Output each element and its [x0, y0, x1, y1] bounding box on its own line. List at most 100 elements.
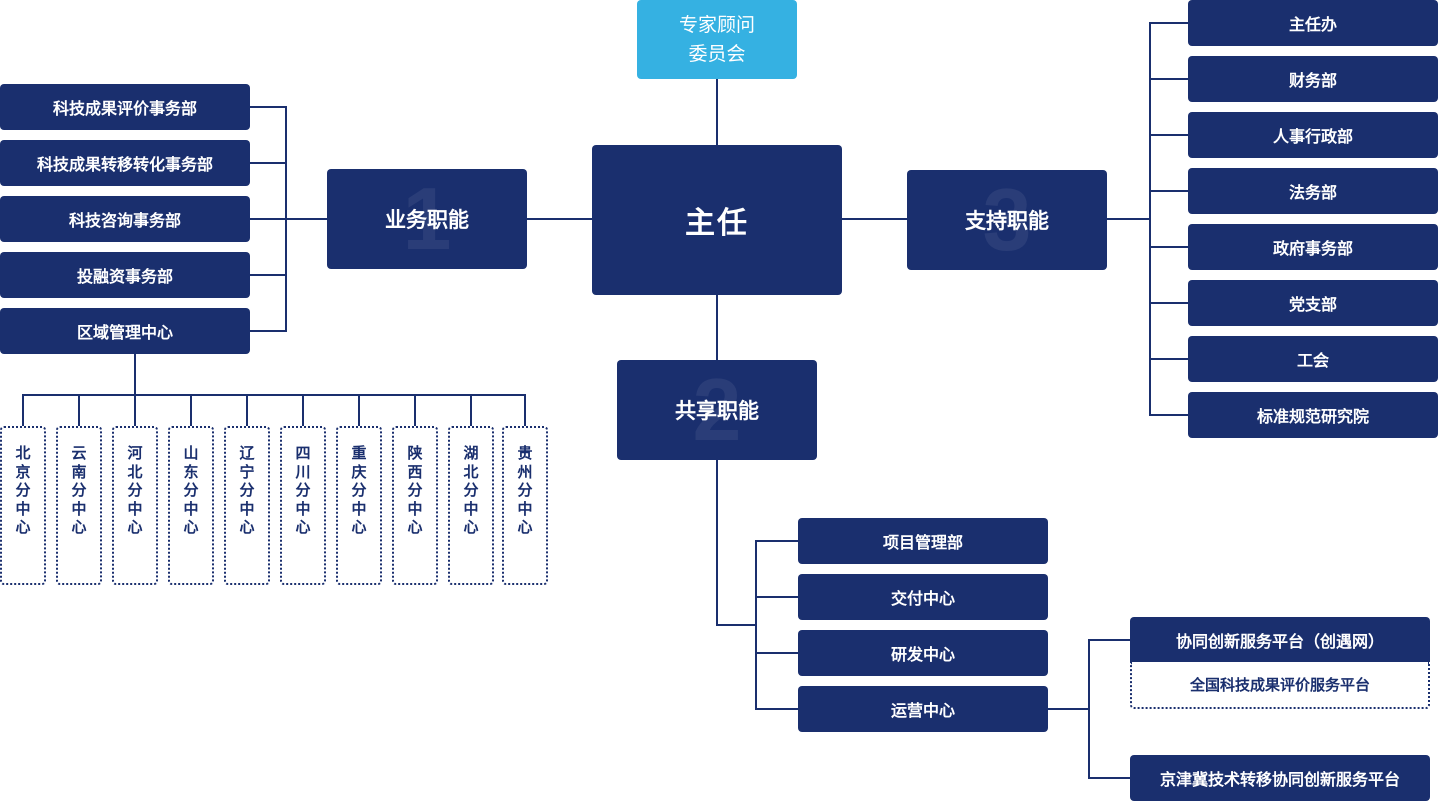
- business-dept-2[interactable]: 科技咨询事务部: [0, 196, 250, 242]
- business-number-watermark: 1: [402, 169, 452, 268]
- business-dept-4[interactable]: 区域管理中心: [0, 308, 250, 354]
- connector-business-director: [526, 218, 593, 220]
- connector-shared-dept-2: [755, 652, 799, 654]
- support-functions-node[interactable]: 3 支持职能: [907, 170, 1107, 270]
- support-dept-3[interactable]: 法务部: [1188, 168, 1438, 214]
- platform-2-label: 京津冀技术转移协同创新服务平台: [1159, 770, 1400, 789]
- branch-char: 分: [239, 481, 255, 499]
- branch-char: 心: [517, 518, 533, 536]
- branch-char: 京: [15, 462, 31, 481]
- platform-node-2[interactable]: 京津冀技术转移协同创新服务平台: [1130, 755, 1430, 801]
- branch-center-1[interactable]: 云南分中心: [56, 426, 102, 585]
- branch-center-2[interactable]: 河北分中心: [112, 426, 158, 585]
- branch-char: 重: [351, 444, 367, 462]
- branch-center-4[interactable]: 辽宁分中心: [224, 426, 270, 585]
- branch-char: 心: [183, 518, 199, 536]
- shared-dept-label: 项目管理部: [882, 533, 963, 552]
- support-dept-7[interactable]: 标准规范研究院: [1188, 392, 1438, 438]
- branch-char: 心: [295, 518, 311, 536]
- connector-support-dept-1: [1149, 78, 1189, 80]
- business-dept-3[interactable]: 投融资事务部: [0, 252, 250, 298]
- connector-branches-bar: [22, 394, 525, 396]
- branch-char: 北: [15, 444, 31, 462]
- branch-char: 四: [295, 444, 311, 462]
- branch-char: 分: [351, 481, 367, 499]
- connector-support-bracket: [1149, 22, 1151, 416]
- connector-support-dept-4: [1149, 246, 1189, 248]
- connector-support-dept-5: [1149, 302, 1189, 304]
- branch-char: 北: [463, 462, 479, 481]
- shared-number-watermark: 2: [692, 360, 742, 459]
- shared-label: 共享职能: [675, 399, 759, 423]
- business-dept-label: 区域管理中心: [76, 323, 173, 342]
- connector-branch-3: [190, 394, 192, 428]
- support-dept-label: 政府事务部: [1272, 239, 1353, 258]
- connector-dept-4: [249, 330, 287, 332]
- support-dept-0[interactable]: 主任办: [1188, 0, 1438, 46]
- branch-char: 分: [295, 481, 311, 499]
- business-functions-node[interactable]: 1 业务职能: [327, 169, 527, 269]
- branch-center-3[interactable]: 山东分中心: [168, 426, 214, 585]
- connector-shared-down: [716, 459, 718, 626]
- platform-1-sub-node[interactable]: 全国科技成果评价服务平台: [1130, 662, 1430, 709]
- connector-branch-9: [524, 394, 526, 428]
- shared-dept-2[interactable]: 研发中心: [798, 630, 1048, 676]
- branch-char: 分: [407, 481, 423, 499]
- branch-center-6[interactable]: 重庆分中心: [336, 426, 382, 585]
- branch-char: 州: [517, 462, 533, 481]
- connector-support-dept-6: [1149, 358, 1189, 360]
- branch-char: 心: [127, 518, 143, 536]
- branch-center-0[interactable]: 北京分中心: [0, 426, 46, 585]
- connector-dept-2: [249, 218, 287, 220]
- shared-dept-1[interactable]: 交付中心: [798, 574, 1048, 620]
- branch-char: 心: [71, 518, 87, 536]
- expert-committee-node[interactable]: 专家顾问 委员会: [637, 0, 797, 79]
- branch-char: 心: [239, 518, 255, 536]
- connector-region-down: [134, 353, 136, 395]
- branch-char: 中: [239, 499, 255, 518]
- branch-char: 湖: [463, 444, 479, 462]
- connector-platform-1: [1088, 639, 1131, 641]
- shared-dept-3[interactable]: 运营中心: [798, 686, 1048, 732]
- business-dept-1[interactable]: 科技成果转移转化事务部: [0, 140, 250, 186]
- platform-node-1[interactable]: 协同创新服务平台（创遇网）: [1130, 617, 1430, 663]
- business-dept-0[interactable]: 科技成果评价事务部: [0, 84, 250, 130]
- shared-dept-0[interactable]: 项目管理部: [798, 518, 1048, 564]
- branch-char: 心: [407, 518, 423, 536]
- branch-center-5[interactable]: 四川分中心: [280, 426, 326, 585]
- support-dept-1[interactable]: 财务部: [1188, 56, 1438, 102]
- branch-center-8[interactable]: 湖北分中心: [448, 426, 494, 585]
- shared-functions-node[interactable]: 2 共享职能: [617, 360, 817, 460]
- support-dept-label: 党支部: [1288, 295, 1337, 314]
- shared-dept-label: 交付中心: [890, 589, 955, 608]
- branch-char: 分: [15, 481, 31, 499]
- branch-char: 中: [351, 499, 367, 518]
- connector-director-shared: [716, 294, 718, 361]
- support-dept-6[interactable]: 工会: [1188, 336, 1438, 382]
- support-dept-5[interactable]: 党支部: [1188, 280, 1438, 326]
- branch-char: 中: [127, 499, 143, 518]
- director-node[interactable]: 主任: [592, 145, 842, 295]
- branch-char: 云: [71, 444, 87, 462]
- connector-expert-director: [716, 79, 718, 146]
- connector-shared-dept-3: [755, 708, 799, 710]
- connector-support-dept-2: [1149, 134, 1189, 136]
- branch-char: 中: [517, 499, 533, 518]
- branch-char: 宁: [239, 462, 255, 481]
- branch-center-9[interactable]: 贵州分中心: [502, 426, 548, 585]
- business-dept-label: 科技成果评价事务部: [52, 99, 197, 118]
- connector-platform-2: [1088, 777, 1131, 779]
- connector-ops-platforms: [1047, 708, 1090, 710]
- branch-char: 东: [183, 462, 199, 481]
- branch-char: 中: [15, 499, 31, 518]
- support-dept-4[interactable]: 政府事务部: [1188, 224, 1438, 270]
- branch-char: 中: [463, 499, 479, 518]
- branch-char: 北: [127, 462, 143, 481]
- business-dept-label: 投融资事务部: [76, 267, 173, 286]
- support-dept-2[interactable]: 人事行政部: [1188, 112, 1438, 158]
- support-dept-label: 标准规范研究院: [1256, 407, 1369, 426]
- branch-char: 中: [295, 499, 311, 518]
- support-dept-label: 主任办: [1288, 15, 1337, 34]
- platform-1-sub-label: 全国科技成果评价服务平台: [1189, 676, 1370, 694]
- branch-center-7[interactable]: 陕西分中心: [392, 426, 438, 585]
